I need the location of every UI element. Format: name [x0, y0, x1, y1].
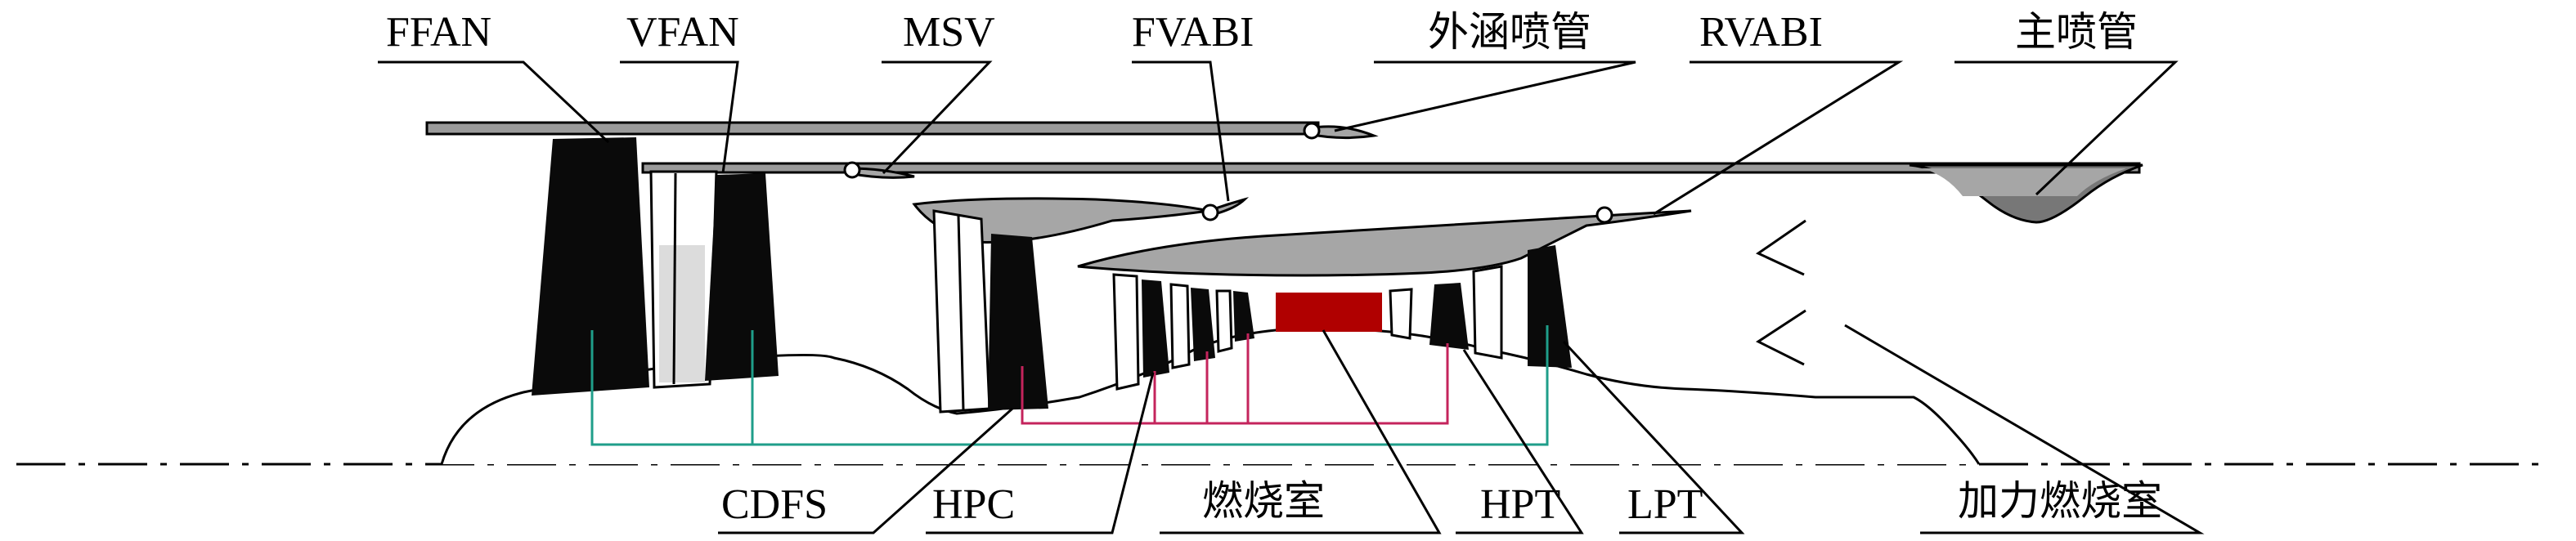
leader-bypass-nozzle: [1334, 60, 1636, 132]
label-main-nozzle: 主喷管: [2015, 8, 2138, 56]
label-msv: MSV: [903, 9, 995, 56]
hpc-stator-3: [1215, 289, 1233, 353]
leader-hpt: [1456, 349, 1584, 534]
hpc-blade-1: [1142, 279, 1169, 378]
rvabi-casing: [1077, 209, 1692, 277]
vfan-stator-line: [672, 172, 677, 385]
label-bypass-nozzle: 外涵喷管: [1428, 8, 1591, 56]
hpt-stator: [1389, 288, 1413, 340]
leader-cdfs: [718, 407, 1013, 534]
hpt-blade: [1429, 283, 1469, 350]
label-hpt: HPT: [1480, 481, 1560, 528]
msv-hinge: [843, 161, 861, 179]
bypass-nozzle-hinge: [1303, 122, 1321, 140]
lpt-blade: [1528, 245, 1572, 368]
leader-lpt: [1562, 340, 1745, 534]
hpc-stator-2: [1169, 283, 1191, 369]
msv-flap: [847, 167, 915, 179]
label-vfan: VFAN: [626, 9, 739, 56]
leader-hpc: [926, 372, 1155, 534]
leader-fvabi: [1132, 60, 1230, 202]
label-hpc: HPC: [932, 481, 1015, 528]
leader-main-nozzle: [1954, 60, 2179, 196]
leader-ffan: [378, 60, 610, 144]
ffan-blade: [532, 137, 649, 396]
leader-afterburner: [1844, 324, 2205, 534]
inner-casing: [641, 162, 2141, 174]
label-afterburner: 加力燃烧室: [1958, 477, 2162, 525]
bypass-nozzle-flap: [1307, 125, 1379, 140]
cdfs-blade: [988, 234, 1048, 410]
outer-casing: [425, 121, 1320, 136]
fvabi-hinge: [1201, 203, 1219, 221]
label-fvabi: FVABI: [1132, 9, 1254, 56]
hpc-blade-3: [1233, 291, 1254, 342]
rvabi-hinge: [1595, 206, 1613, 224]
leader-rvabi: [1653, 60, 1904, 216]
leader-msv: [882, 60, 993, 175]
hpc-stator-1: [1112, 273, 1140, 391]
label-rvabi: RVABI: [1699, 9, 1823, 56]
low-pressure-shaft: [590, 325, 1549, 446]
leader-combustor: [1160, 329, 1442, 534]
combustor-chamber: [1276, 293, 1382, 332]
lpt-stator: [1472, 265, 1503, 360]
main-nozzle-shade: [1922, 168, 2126, 196]
label-combustor: 燃烧室: [1202, 477, 1325, 525]
hpc-blade-2: [1191, 288, 1215, 361]
leader-vfan: [620, 60, 739, 174]
label-lpt: LPT: [1627, 481, 1703, 528]
flameholder-1: [1755, 219, 1806, 276]
flameholder-2: [1755, 309, 1806, 366]
vfan-blade: [705, 173, 779, 381]
high-pressure-shaft: [1021, 343, 1449, 425]
vfan-stator-shade: [659, 245, 705, 382]
cdfs-stator-line: [957, 215, 965, 411]
label-ffan: FFAN: [386, 9, 491, 56]
label-cdfs: CDFS: [721, 481, 828, 528]
